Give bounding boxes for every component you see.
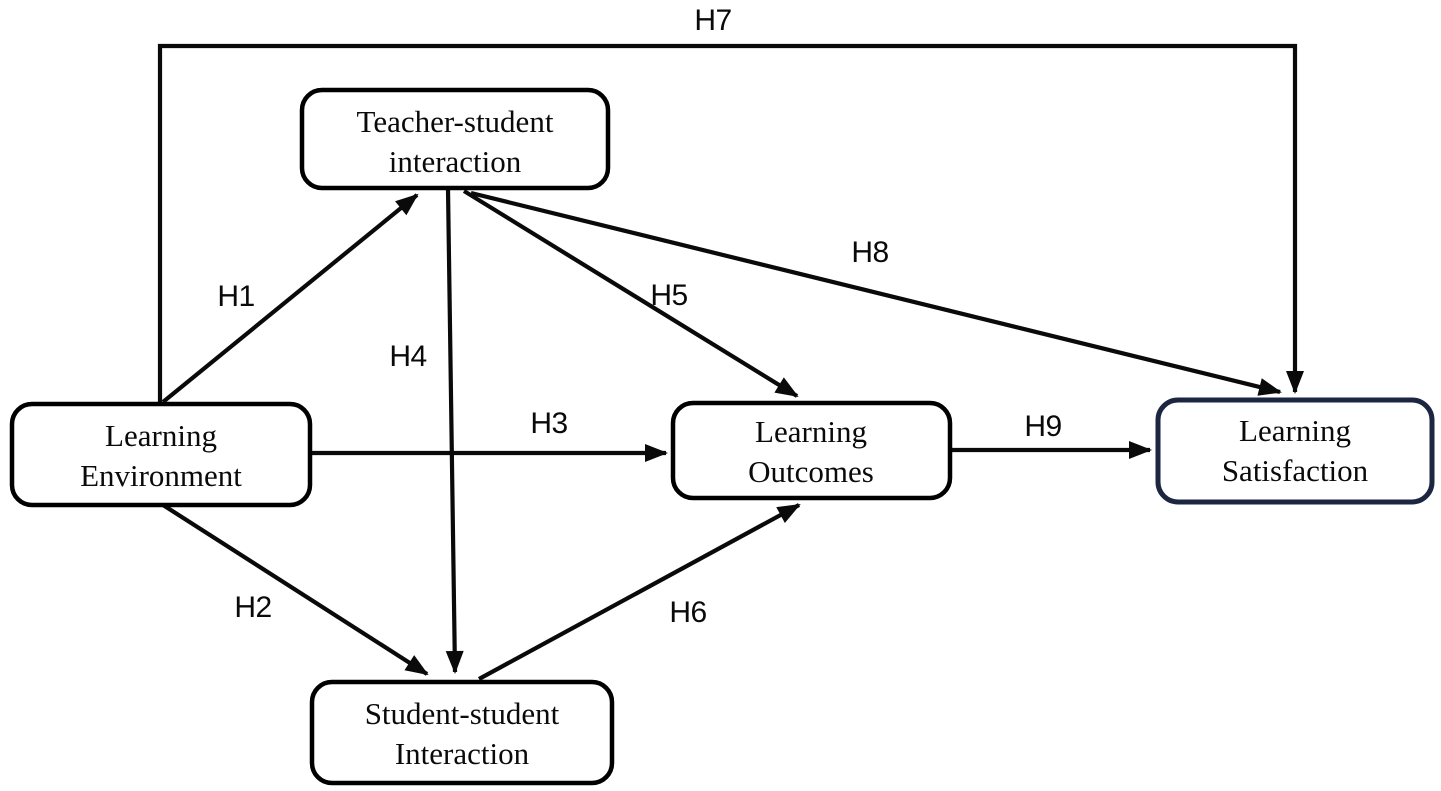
- learning-outcomes-box: [670, 400, 953, 501]
- edge-h1-label: H1: [217, 280, 254, 313]
- teacher-student-interaction-label-line2: interaction: [389, 144, 522, 179]
- learning-satisfaction-label-line2: Satisfaction: [1222, 453, 1369, 488]
- teacher-student-interaction-label-line1: Teacher-student: [357, 104, 554, 139]
- learning-environment-box: [9, 401, 313, 508]
- edge-h7-label: H7: [694, 4, 731, 37]
- edge-h2-label: H2: [234, 591, 271, 624]
- edges-group: [157, 43, 1304, 681]
- edge-h2-arrow: [161, 503, 429, 676]
- learning-environment-label-line1: Learning: [105, 418, 217, 453]
- edge-h5-arrow: [462, 189, 799, 398]
- edge-h6-label: H6: [669, 596, 706, 629]
- edge-h9-label: H9: [1024, 410, 1061, 443]
- edge-labels-group: H1 H2 H3 H4 H5 H6 H7 H8 H9: [217, 4, 1062, 629]
- edge-h8-label: H8: [851, 236, 888, 269]
- learning-satisfaction-label-line1: Learning: [1239, 413, 1351, 448]
- student-student-interaction-label-line1: Student-student: [365, 696, 560, 731]
- learning-environment-label-line2: Environment: [80, 458, 242, 493]
- teacher-student-interaction-box: [299, 87, 611, 191]
- node-learning-satisfaction: Learning Satisfaction: [1155, 397, 1435, 505]
- learning-satisfaction-box: [1155, 397, 1435, 505]
- edge-h4-label: H4: [389, 340, 426, 373]
- node-learning-outcomes: Learning Outcomes: [670, 400, 953, 501]
- edge-h6-arrow: [477, 503, 801, 681]
- student-student-interaction-label-line2: Interaction: [395, 736, 530, 771]
- edge-h7-arrow: [157, 43, 1304, 404]
- learning-outcomes-label-line1: Learning: [755, 414, 867, 449]
- edge-h3-label: H3: [530, 407, 567, 440]
- node-learning-environment: Learning Environment: [9, 401, 313, 508]
- edge-h8-arrow: [470, 190, 1282, 396]
- edge-h4-arrow: [445, 188, 464, 674]
- edge-h1-arrow: [161, 193, 419, 404]
- edge-h5-label: H5: [650, 279, 687, 312]
- node-student-student-interaction: Student-student Interaction: [309, 679, 615, 786]
- learning-outcomes-label-line2: Outcomes: [748, 454, 874, 489]
- student-student-interaction-box: [309, 679, 615, 786]
- node-teacher-student-interaction: Teacher-student interaction: [299, 87, 611, 191]
